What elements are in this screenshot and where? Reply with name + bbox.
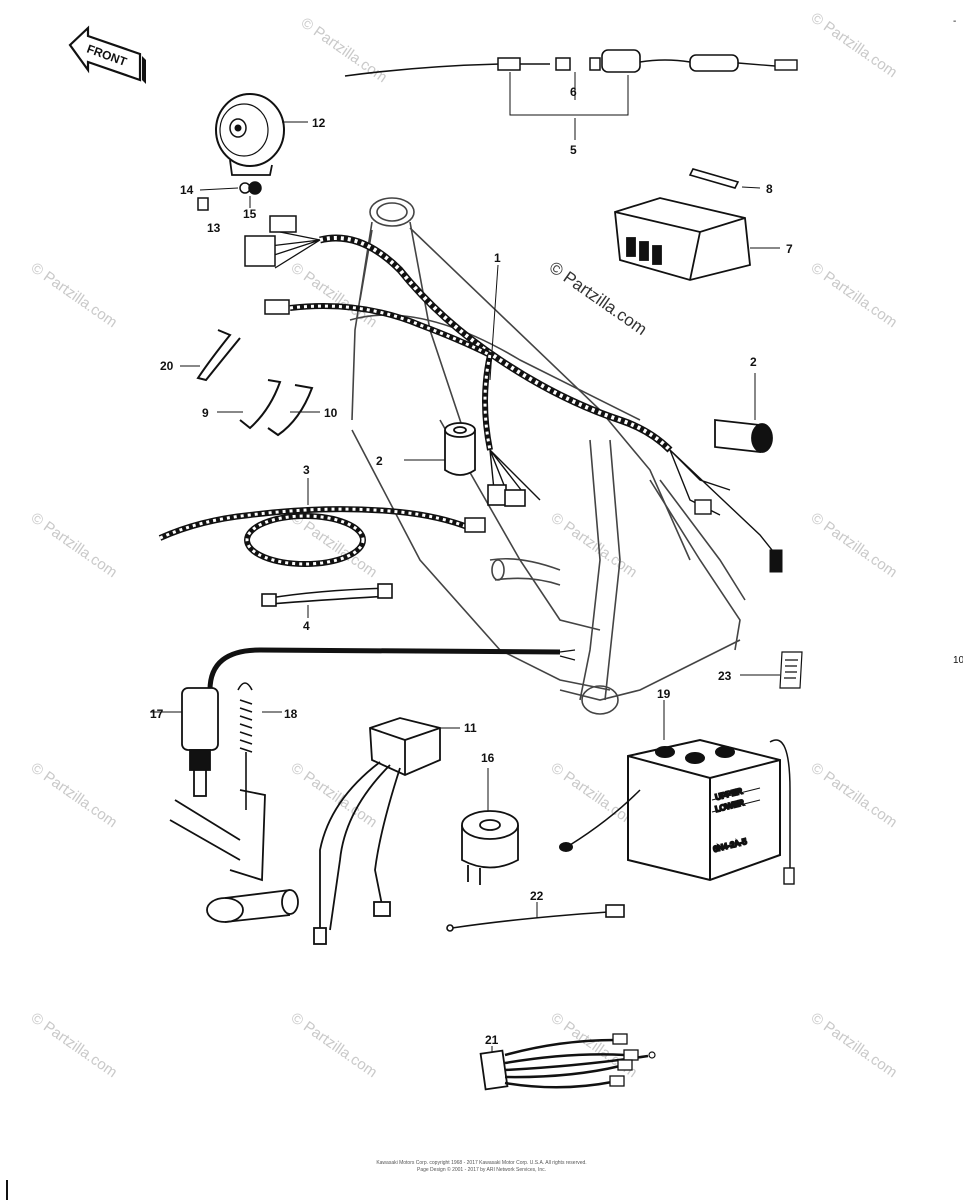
edge-mark: 10: [953, 655, 963, 666]
switch-17: [150, 647, 576, 797]
sub-harness-3: [158, 478, 486, 567]
callout-19: 19: [657, 687, 671, 701]
watermark-center: © Partzilla.com: [546, 258, 651, 339]
callouts: 1 2 2 3 4 5 6 7 8 9 10 11 12 13 14 15 16…: [150, 85, 793, 1047]
watermark: © Partzilla.com: [288, 759, 381, 831]
callout-9: 9: [202, 406, 209, 420]
main-harness: [244, 215, 783, 573]
watermark: © Partzilla.com: [288, 1009, 381, 1081]
callout-8: 8: [766, 182, 773, 196]
horn: [215, 93, 308, 176]
callout-6: 6: [570, 85, 577, 99]
relay-7: [614, 197, 780, 281]
callout-16: 16: [481, 751, 495, 765]
label-23: [740, 651, 803, 689]
callout-21: 21: [485, 1033, 499, 1047]
watermark: © Partzilla.com: [808, 259, 901, 331]
cap-2b: [714, 373, 773, 454]
watermark: © Partzilla.com: [28, 259, 121, 331]
lead-22: [446, 902, 625, 932]
callout-14: 14: [180, 183, 194, 197]
watermark: © Partzilla.com: [548, 509, 641, 581]
battery-19: UPPER LOWER 6N4-2A-5: [559, 700, 795, 885]
callout-5: 5: [570, 143, 577, 157]
spring-18: [237, 682, 282, 810]
callout-2a: 2: [376, 454, 383, 468]
watermark: © Partzilla.com: [28, 759, 121, 831]
lead-4: [261, 583, 393, 618]
switch-2a: [404, 422, 476, 476]
front-arrow: FRONT: [68, 25, 146, 84]
watermark: © Partzilla.com: [808, 509, 901, 581]
horn-hardware: [197, 181, 262, 211]
copyright-line-1: Kawasaki Motors Corp. copyright 1968 - 2…: [376, 1160, 587, 1166]
watermarks: © Partzilla.com © Partzilla.com © Partzi…: [28, 9, 901, 1081]
copyright-line-2: Page Design © 2001 - 2017 by ARI Network…: [416, 1167, 547, 1173]
corner-mark: -: [953, 16, 957, 27]
callout-7: 7: [786, 242, 793, 256]
edge-bar: [6, 1180, 8, 1200]
callout-1: 1: [494, 251, 501, 265]
callout-11: 11: [464, 721, 477, 735]
callout-20: 20: [160, 359, 174, 373]
watermark: © Partzilla.com: [288, 259, 381, 331]
watermark: © Partzilla.com: [808, 9, 901, 81]
relay-11: [313, 717, 460, 945]
callout-10: 10: [324, 406, 338, 420]
coil-16: [461, 768, 519, 885]
fuse-8: [688, 168, 761, 189]
callout-4: 4: [303, 619, 310, 633]
fuse-cable: [344, 49, 798, 140]
clamps: [180, 329, 320, 437]
watermark: © Partzilla.com: [808, 759, 901, 831]
watermark: © Partzilla.com: [28, 509, 121, 581]
callout-3: 3: [303, 463, 310, 477]
connector-21: [479, 1033, 656, 1091]
watermark: © Partzilla.com: [28, 1009, 121, 1081]
callout-13: 13: [207, 221, 221, 235]
watermark: © Partzilla.com: [808, 1009, 901, 1081]
callout-12: 12: [312, 116, 326, 130]
callout-17: 17: [150, 707, 164, 721]
callout-18: 18: [284, 707, 298, 721]
brake-pedal: [169, 789, 299, 923]
callout-22: 22: [530, 889, 544, 903]
watermark: © Partzilla.com: [298, 14, 391, 86]
watermark: © Partzilla.com: [548, 759, 641, 831]
callout-15: 15: [243, 207, 257, 221]
callout-2b: 2: [750, 355, 757, 369]
callout-23: 23: [718, 669, 732, 683]
